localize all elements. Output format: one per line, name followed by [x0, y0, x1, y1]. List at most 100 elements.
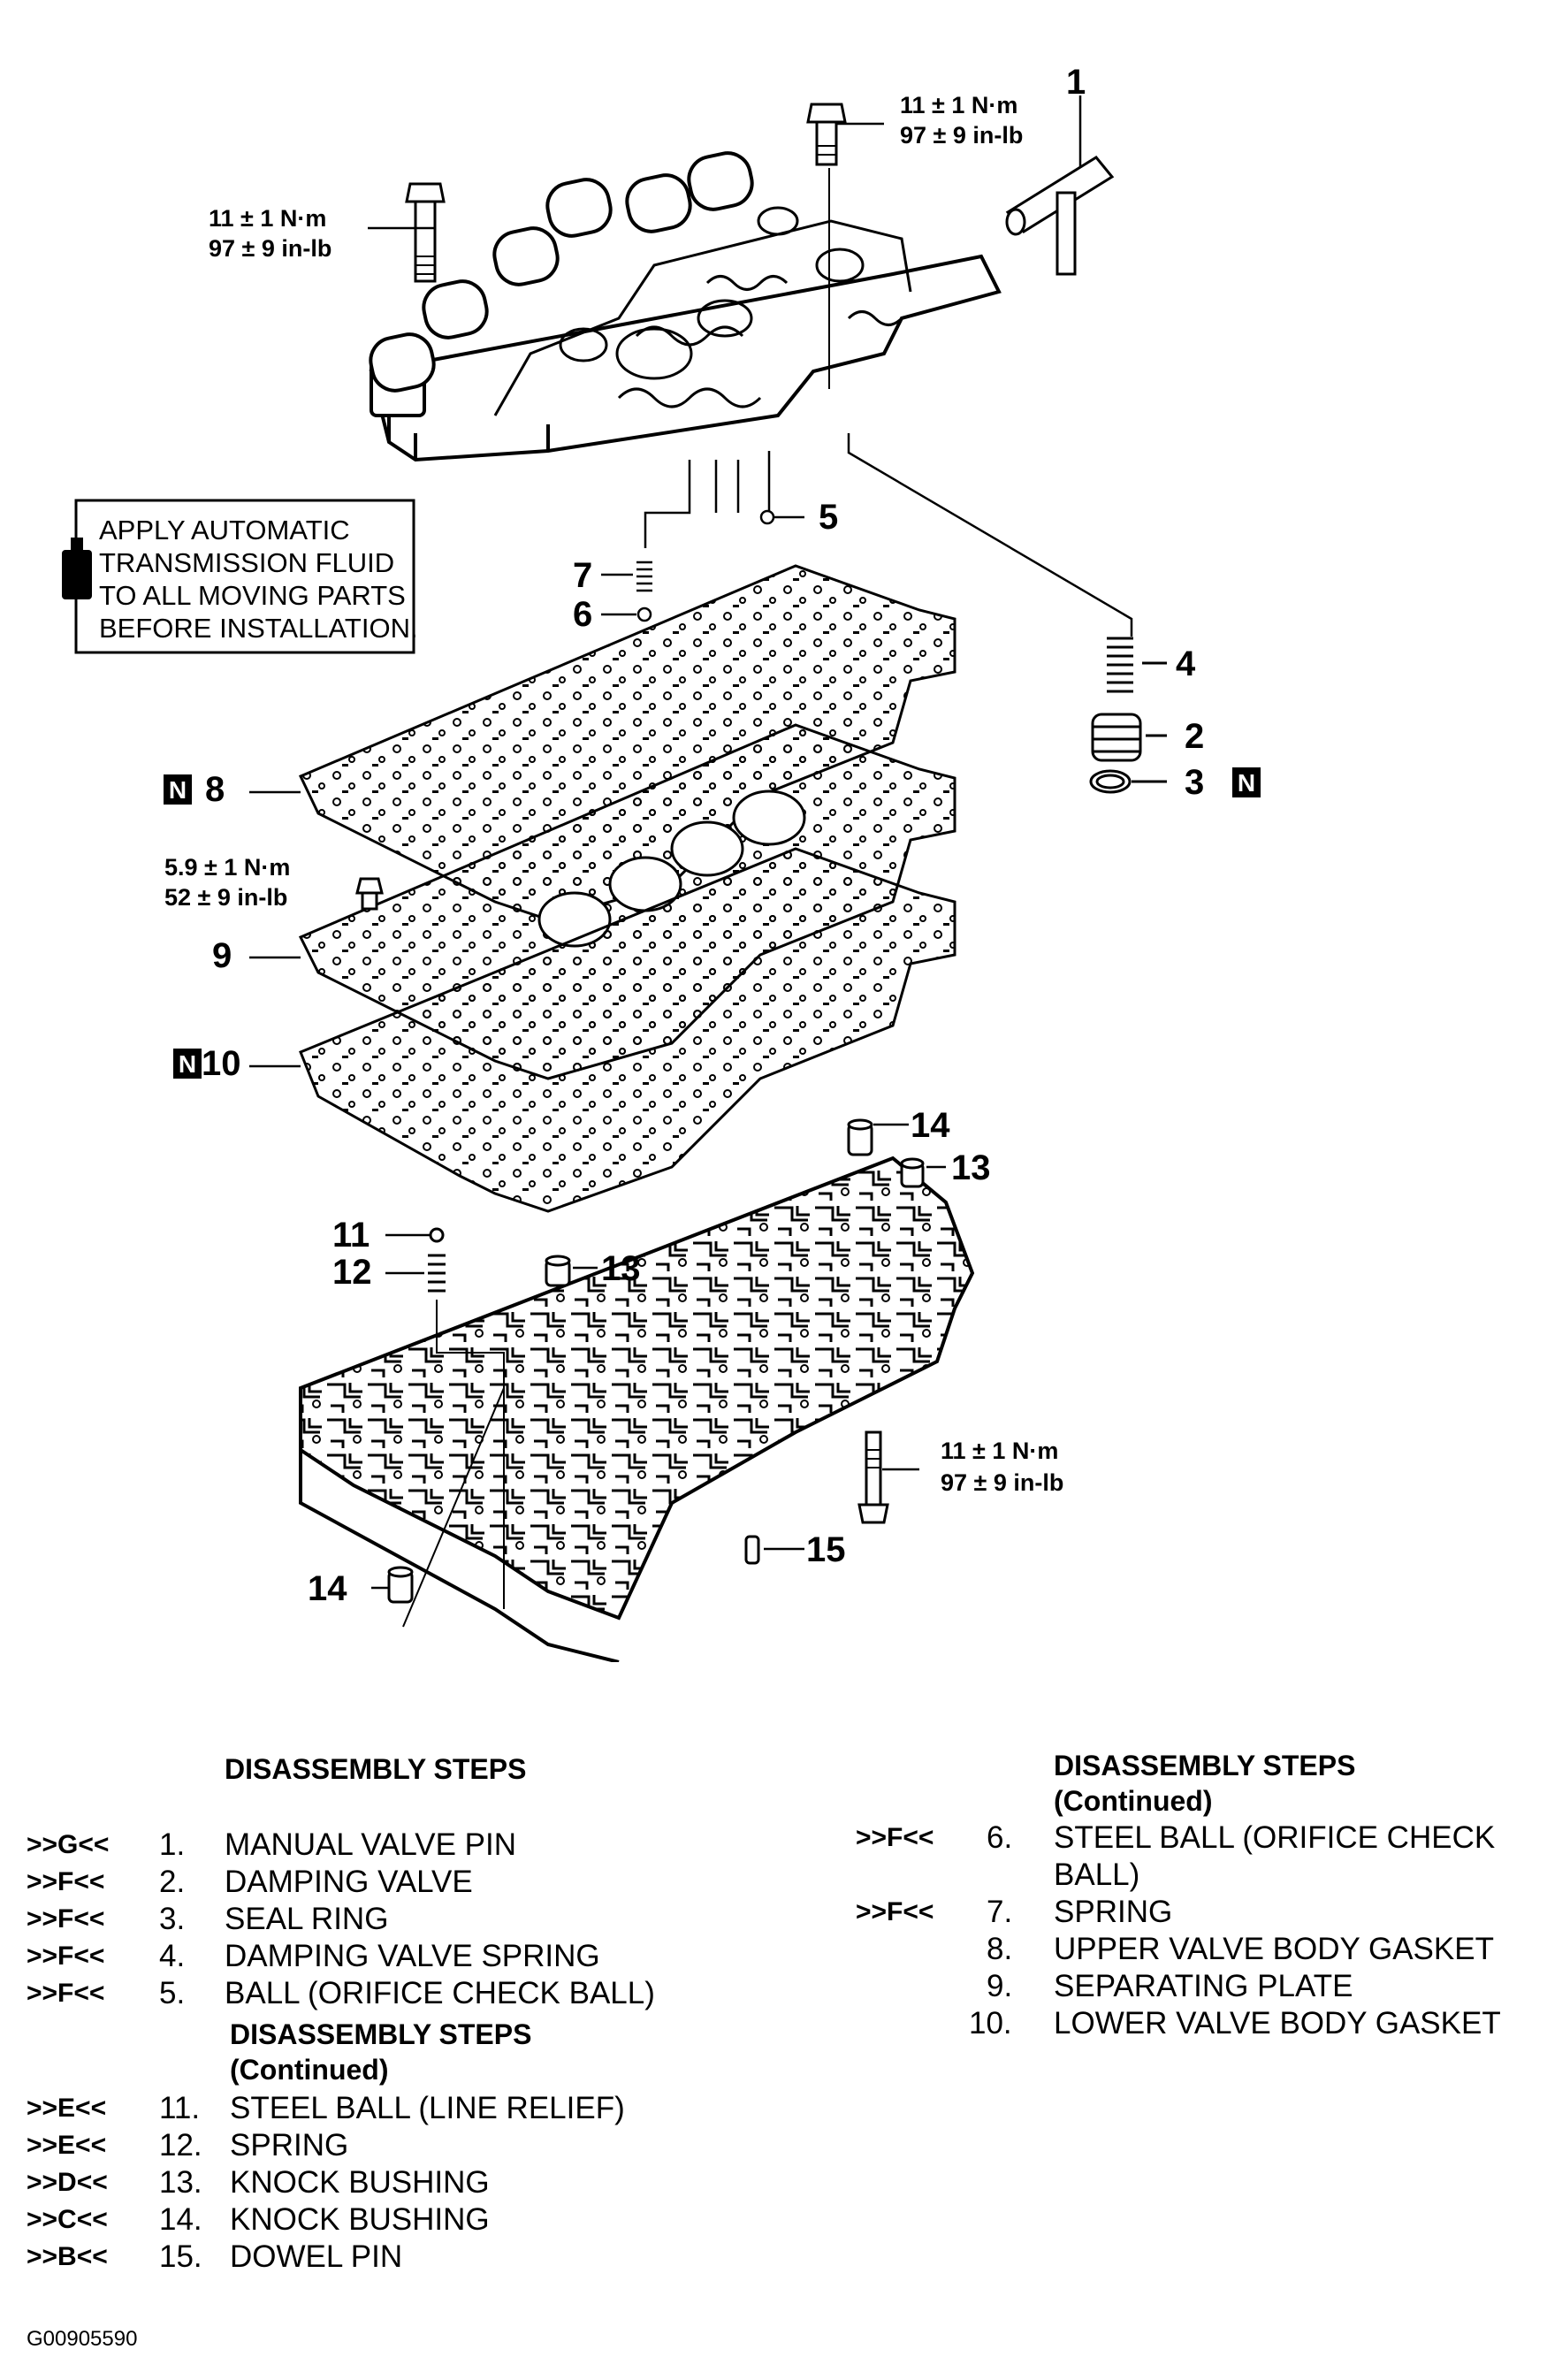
step-label-continued: BALL)	[1054, 1857, 1140, 1892]
bolt-upper-left	[405, 182, 446, 283]
step-number: 12.	[159, 2128, 202, 2163]
callout-15: 15	[806, 1530, 846, 1569]
step-code: >>D<<	[27, 2168, 108, 2197]
callout-13-top: 13	[951, 1148, 991, 1187]
torque-a-nm: 11 ± 1 N·m	[209, 205, 326, 232]
step-label: SPRING	[1054, 1895, 1173, 1929]
step-number: 4.	[159, 1939, 186, 1973]
step-number: 9.	[987, 1969, 1013, 2003]
step-number: 14.	[159, 2202, 202, 2237]
step-number: 3.	[159, 1902, 186, 1936]
step-code: >>G<<	[27, 1830, 110, 1859]
bolt-separating-plate	[355, 877, 384, 911]
callout-10: 10	[202, 1044, 241, 1083]
torque-d-inlb: 97 ± 9 in-lb	[941, 1469, 1063, 1496]
torque-a-inlb: 97 ± 9 in-lb	[209, 235, 332, 262]
new-part-mark-8: N	[164, 774, 192, 805]
step-label: LOWER VALVE BODY GASKET	[1054, 2006, 1501, 2041]
dowel-pin	[744, 1535, 760, 1565]
spring-12	[428, 1254, 446, 1293]
step-label: MANUAL VALVE PIN	[225, 1827, 517, 1862]
step-code: >>E<<	[27, 2094, 107, 2123]
damping-valve	[1091, 713, 1167, 762]
step-label: BALL (ORIFICE CHECK BALL)	[225, 1976, 655, 2010]
step-number: 10.	[969, 2006, 1012, 2041]
step-number: 15.	[159, 2239, 202, 2274]
step-label: SEPARATING PLATE	[1054, 1969, 1353, 2003]
atf-note-box	[62, 499, 415, 654]
callout-9: 9	[212, 936, 232, 975]
callout-2: 2	[1185, 717, 1204, 756]
steps-header: DISASSEMBLY STEPS	[1054, 1750, 1356, 1781]
callout-5: 5	[819, 498, 838, 537]
svg-text:N: N	[179, 1050, 196, 1078]
step-number: 8.	[987, 1932, 1013, 1966]
steps-column-2: DISASSEMBLY STEPS (Continued) >>F<< 6. S…	[856, 1747, 1528, 2048]
new-part-mark-3: N	[1232, 767, 1261, 797]
step-code: >>F<<	[856, 1897, 934, 1926]
step-number: 5.	[159, 1976, 186, 2010]
step-code: >>F<<	[27, 1867, 105, 1896]
note-line-3: TO ALL MOVING PARTS	[99, 580, 406, 611]
torque-d-nm: 11 ± 1 N·m	[941, 1438, 1058, 1464]
steps-header: DISASSEMBLY STEPS	[225, 1753, 527, 1785]
step-label: UPPER VALVE BODY GASKET	[1054, 1932, 1494, 1966]
steps-column-1-continued: DISASSEMBLY STEPS (Continued) >>E<< 11. …	[27, 2016, 698, 2316]
step-label: DAMPING VALVE SPRING	[225, 1939, 600, 1973]
lower-valve-body	[299, 1156, 975, 1662]
note-line-4: BEFORE INSTALLATION.	[99, 613, 418, 644]
step-number: 1.	[159, 1827, 186, 1862]
note-line-1: APPLY AUTOMATIC	[99, 515, 350, 545]
figure-id: G00905590	[27, 2327, 138, 2351]
steps-column-1: DISASSEMBLY STEPS >>G<< 1. MANUAL VALVE …	[27, 1751, 698, 2016]
torque-b-nm: 11 ± 1 N·m	[900, 92, 1017, 118]
step-code: >>F<<	[856, 1823, 934, 1852]
step-number: 11.	[159, 2091, 201, 2125]
callout-14-bottom: 14	[308, 1569, 347, 1608]
exploded-view-diagram: N N N APPLY AUTOMATIC TRANSMISSION FLUID…	[62, 63, 1261, 1662]
svg-text:N: N	[1238, 769, 1255, 797]
seal-ring	[1089, 769, 1167, 794]
step-label: KNOCK BUSHING	[230, 2165, 490, 2200]
steps-header: DISASSEMBLY STEPS	[230, 2018, 532, 2050]
knock-bushing-13-top	[900, 1157, 925, 1188]
callout-11: 11	[332, 1216, 370, 1255]
step-label: KNOCK BUSHING	[230, 2202, 490, 2237]
callout-4: 4	[1176, 645, 1196, 683]
torque-c-nm: 5.9 ± 1 N·m	[164, 854, 290, 881]
step-code: >>F<<	[27, 1941, 105, 1971]
callout-6: 6	[573, 595, 592, 634]
svg-text:N: N	[169, 776, 187, 804]
lower-valve-body-gasket	[299, 847, 956, 1213]
step-label: DAMPING VALVE	[225, 1865, 473, 1899]
step-code: >>E<<	[27, 2131, 107, 2160]
torque-c-inlb: 52 ± 9 in-lb	[164, 884, 287, 911]
step-label: STEEL BALL (ORIFICE CHECK	[1054, 1820, 1496, 1855]
knock-bushing-14-bottom	[387, 1566, 414, 1604]
step-label: DOWEL PIN	[230, 2239, 403, 2274]
step-number: 7.	[987, 1895, 1013, 1929]
callout-8: 8	[205, 770, 225, 809]
knock-bushing-13-mid	[545, 1255, 571, 1287]
steps-header-continued: (Continued)	[230, 2054, 389, 2086]
step-number: 6.	[987, 1820, 1013, 1855]
callout-14-top: 14	[911, 1106, 950, 1145]
callout-12: 12	[332, 1253, 372, 1292]
callout-7: 7	[573, 556, 592, 595]
step-code: >>F<<	[27, 1904, 105, 1934]
callout-3: 3	[1185, 763, 1204, 802]
step-label: SEAL RING	[225, 1902, 389, 1936]
step-number: 2.	[159, 1865, 186, 1899]
knock-bushing-14-top	[847, 1118, 873, 1156]
fluid-bottle-icon	[62, 538, 92, 599]
step-code: >>F<<	[27, 1979, 105, 2008]
step-code: >>B<<	[27, 2242, 108, 2271]
upper-valve-body	[369, 151, 1002, 462]
note-line-2: TRANSMISSION FLUID	[99, 547, 394, 578]
bolt-upper-right	[806, 103, 847, 166]
callout-1: 1	[1066, 63, 1086, 102]
step-number: 13.	[159, 2165, 202, 2200]
spring-7	[601, 561, 652, 592]
damping-valve-spring	[1107, 637, 1167, 693]
torque-b-inlb: 97 ± 9 in-lb	[900, 122, 1023, 149]
